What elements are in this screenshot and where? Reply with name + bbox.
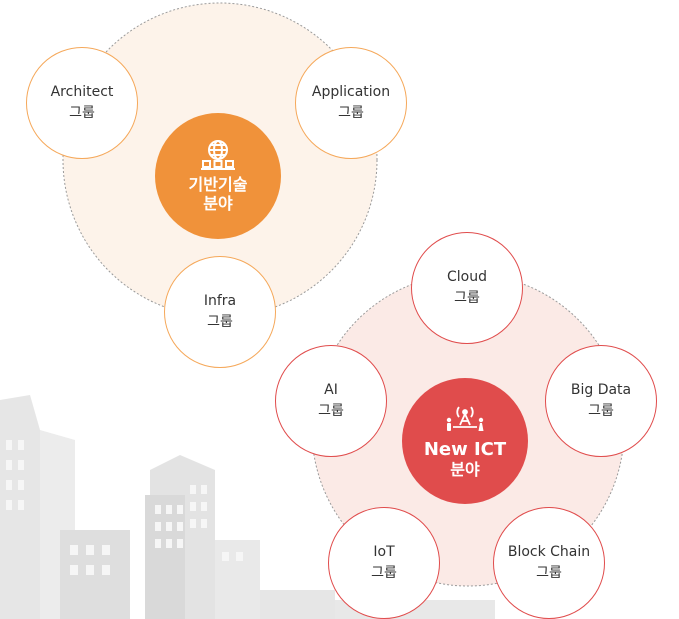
group-a-title-line1: 기반기술 xyxy=(188,175,248,194)
node-label: IoT xyxy=(373,544,395,560)
node-suffix: 그룹 xyxy=(454,290,480,306)
node-label: Block Chain xyxy=(507,544,591,560)
group-node-infra: Infra 그룹 xyxy=(164,256,276,368)
group-node-ai: AI 그룹 xyxy=(275,345,387,457)
node-suffix: 그룹 xyxy=(588,403,614,419)
node-suffix: 그룹 xyxy=(318,403,344,419)
node-label: Big Data xyxy=(570,382,632,398)
node-label: Architect xyxy=(50,84,114,100)
antenna-people-icon xyxy=(446,406,484,431)
group-b-center: New ICT 분야 xyxy=(402,378,528,504)
group-b-title-line1: New ICT xyxy=(423,439,507,460)
node-label: Infra xyxy=(203,293,237,309)
group-a-title-line2: 분야 xyxy=(203,194,233,213)
group-node-iot: IoT 그룹 xyxy=(328,507,440,619)
group-b-title-line2: 분야 xyxy=(450,460,480,479)
group-node-architect: Architect 그룹 xyxy=(26,47,138,159)
node-suffix: 그룹 xyxy=(207,314,233,330)
group-node-application: Application 그룹 xyxy=(295,47,407,159)
group-a-center: 기반기술 분야 xyxy=(155,113,281,239)
node-label: Application xyxy=(311,84,391,100)
group-node-block-chain: Block Chain 그룹 xyxy=(493,507,605,619)
node-label: Cloud xyxy=(447,269,487,285)
node-suffix: 그룹 xyxy=(338,105,364,121)
node-label: AI xyxy=(324,382,338,398)
globe-network-icon xyxy=(201,140,235,170)
node-suffix: 그룹 xyxy=(69,105,95,121)
group-node-cloud: Cloud 그룹 xyxy=(411,232,523,344)
node-suffix: 그룹 xyxy=(371,565,397,581)
group-node-big-data: Big Data 그룹 xyxy=(545,345,657,457)
node-suffix: 그룹 xyxy=(536,565,562,581)
